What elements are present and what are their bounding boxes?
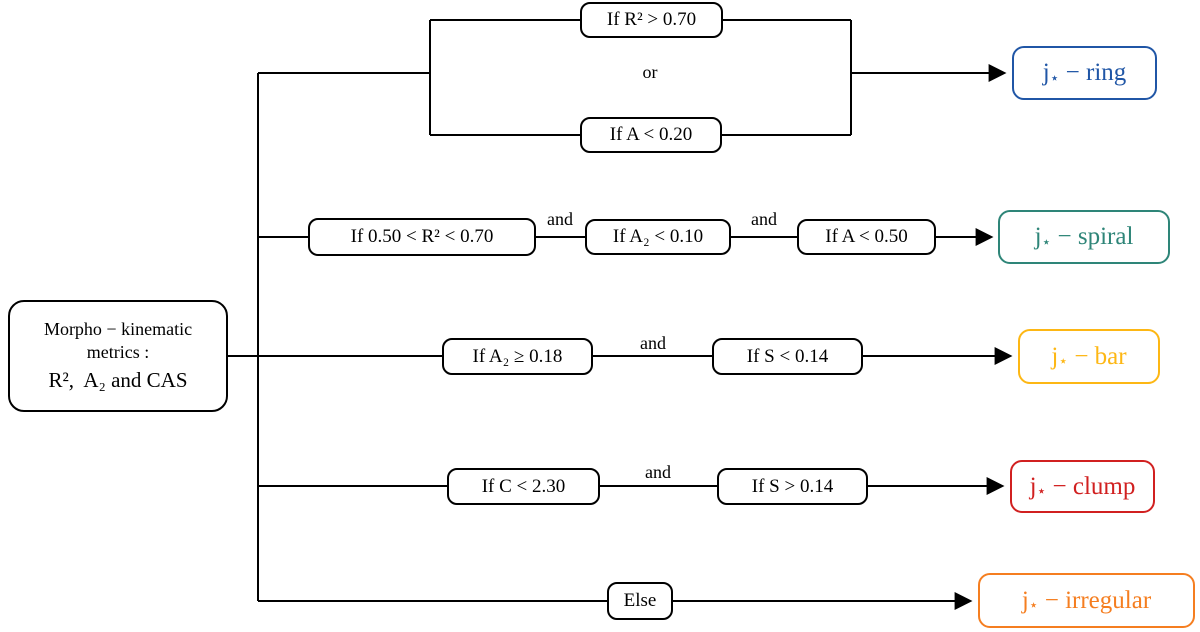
outcome-ring-rest: − ring	[1059, 59, 1127, 86]
condition-a2-geq-018: If A₂ ≥ 0.18	[442, 338, 593, 375]
root-line1: Morpho − kinematic	[43, 319, 193, 340]
outcome-bar-box: j⋆ − bar	[1018, 329, 1160, 384]
condition-c-less-230: If C < 2.30	[447, 468, 600, 505]
and-label-spiral-1: and	[547, 209, 573, 229]
outcome-spiral-star-sub: ⋆	[1041, 233, 1052, 251]
condition-r2-greater-070: If R² > 0.70	[580, 2, 723, 38]
condition-a2-less-010: If A₂ < 0.10	[585, 219, 731, 255]
condition-a-less-050: If A < 0.50	[797, 219, 936, 255]
outcome-clump-rest: − clump	[1046, 472, 1136, 500]
outcome-bar-star-sub: ⋆	[1058, 353, 1069, 371]
outcome-spiral-box: j⋆ − spiral	[998, 210, 1170, 264]
root-line3: R², A₂ and CAS	[48, 368, 188, 393]
outcome-bar-base: j	[1051, 342, 1059, 370]
outcome-ring-base: j	[1042, 59, 1050, 86]
condition-a-less-020: If A < 0.20	[580, 117, 722, 153]
root-metrics-box: Morpho − kinematic metrics : R², A₂ and …	[8, 300, 228, 412]
condition-s-less-014: If S < 0.14	[712, 338, 863, 375]
outcome-clump-box: j⋆ − clump	[1010, 460, 1155, 513]
and-label-bar: and	[640, 333, 666, 353]
condition-s-greater-014: If S > 0.14	[717, 468, 868, 505]
root-line2: metrics :	[86, 341, 150, 362]
outcome-bar-rest: − bar	[1068, 342, 1127, 370]
outcome-irregular-box: j⋆ − irregular	[978, 573, 1195, 628]
or-label: or	[642, 62, 658, 82]
condition-r2-between-050-070: If 0.50 < R² < 0.70	[308, 218, 536, 256]
outcome-spiral-rest: − spiral	[1051, 223, 1134, 250]
outcome-spiral-base: j	[1034, 223, 1042, 250]
outcome-ring-star-sub: ⋆	[1049, 69, 1060, 87]
outcome-irregular-base: j	[1021, 586, 1029, 614]
and-label-clump: and	[645, 462, 671, 482]
outcome-ring-box: j⋆ − ring	[1012, 46, 1157, 100]
outcome-clump-star-sub: ⋆	[1036, 483, 1047, 501]
condition-else: Else	[607, 582, 673, 620]
outcome-irregular-rest: − irregular	[1038, 586, 1152, 614]
outcome-irregular-star-sub: ⋆	[1028, 597, 1039, 615]
and-label-spiral-2: and	[751, 209, 777, 229]
outcome-clump-base: j	[1029, 472, 1037, 500]
